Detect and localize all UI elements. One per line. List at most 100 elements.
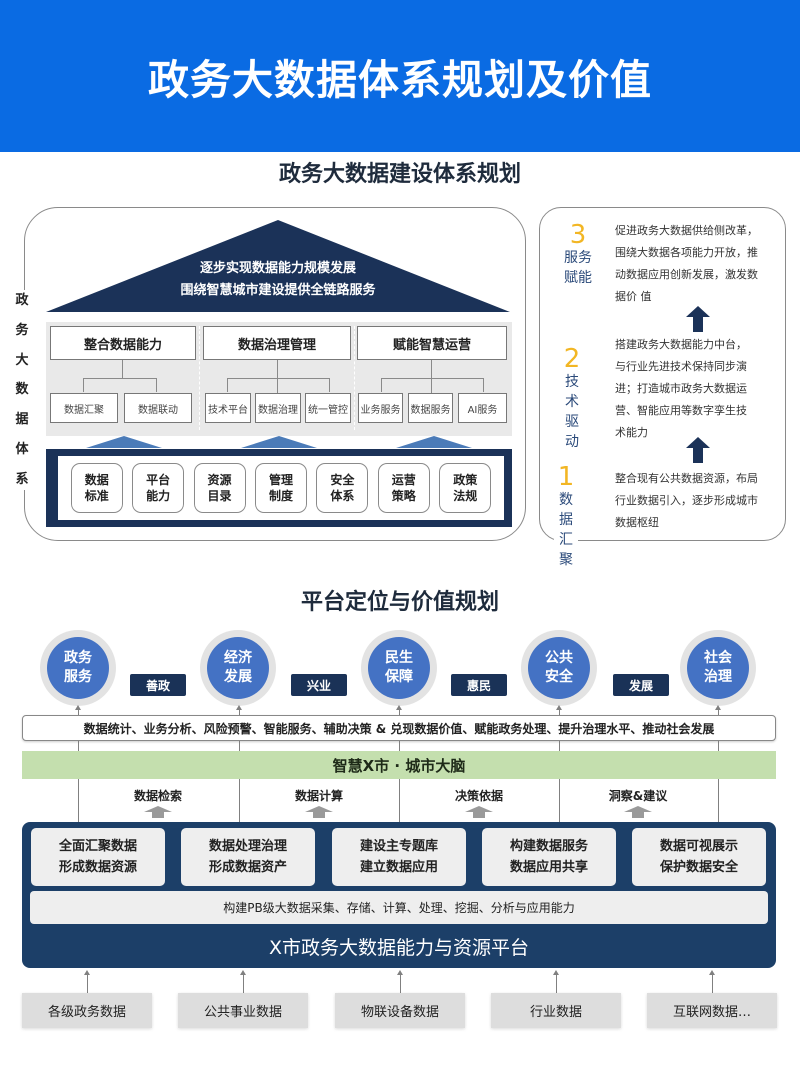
pillar-item: 业务服务 [358,393,403,423]
stages-frame [539,207,786,541]
section1-title: 政务大数据建设体系规划 [278,162,521,187]
value-tag: 兴业 [291,674,347,696]
page-title: 政务大数据体系规划及价值 [148,56,652,104]
stage-2-desc: 搭建政务大数据能力中台， 与行业先进技术保持同步演 进；打造城市政务大数据运 营… [615,338,747,439]
flow-label: 洞察&建议 [608,789,668,803]
pillar-item: 数据联动 [124,393,192,423]
flow-line [399,741,400,822]
arrow-icon [715,705,721,710]
roof-line1: 逐步实现数据能力规模发展 [199,261,356,276]
arrow-icon [397,970,403,975]
stem [712,974,713,993]
side-char: 大 [15,352,29,368]
stage-number: 3 [569,220,587,250]
arrow-icon [709,970,715,975]
foundation-items: 数据标准 平台能力 资源目录 管理制度 安全体系 运营策略 政策法规 [58,456,504,520]
side-char: 政 [15,293,29,308]
flow-label: 数据检索 [133,789,182,803]
data-source: 行业数据 [491,993,621,1028]
value-circle: 政务服务 [40,630,116,706]
side-char: 体 [15,442,29,458]
platform-box: 建设主专题库建立数据应用 [332,828,466,886]
stage-label: 服务 [564,250,592,266]
pillar-item: 数据汇聚 [50,393,118,423]
divider [354,326,355,430]
flow-line [559,741,560,822]
stage-3: 3 服务 赋能 [556,222,600,288]
stage-2: 2 技 术 驱 动 [556,346,588,452]
stage-number: 2 [563,344,581,374]
arrow-icon [236,705,242,710]
value-circle: 社会治理 [680,630,756,706]
stem [87,974,88,993]
connector [122,360,123,378]
side-char: 务 [15,322,29,338]
connector [83,378,157,392]
platform-box: 数据处理治理形成数据资产 [181,828,315,886]
platform-title: X市政务大数据能力与资源平台 [268,936,530,959]
flow-line [78,741,79,822]
side-char: 系 [15,471,29,487]
flow-line [239,741,240,822]
stage-3-desc: 促进政务大数据供给侧改革， 围绕大数据各项能力开放，推 动数据应用创新发展，激发… [615,224,758,303]
pillar-operations: 赋能智慧运营 [357,326,507,360]
platform-box: 构建数据服务数据应用共享 [482,828,616,886]
pillar-item: 技术平台 [205,393,251,423]
stem [239,709,240,715]
foundation-item: 安全体系 [316,463,369,513]
value-tag: 发展 [613,674,669,696]
arrow-icon [240,970,246,975]
support-arrow-icon [396,436,472,448]
platform-box: 全面汇聚数据形成数据资源 [31,828,165,886]
arrow-icon [84,970,90,975]
pillar-integrate: 整合数据能力 [50,326,196,360]
stem [556,974,557,993]
pillar-item: 数据治理 [255,393,301,423]
side-char: 数 [15,382,29,398]
stage-label: 赋能 [564,270,592,286]
arrow-icon [553,970,559,975]
platform-capability: 构建PB级大数据采集、存储、计算、处理、挖掘、分析与应用能力 [30,891,768,924]
foundation-item: 资源目录 [193,463,246,513]
stage-1: 1 数 据 汇 聚 [554,464,578,570]
data-source: 物联设备数据 [335,993,465,1028]
arrow-up-icon [686,306,710,332]
stem [400,974,401,993]
value-summary-bar: 数据统计、业务分析、风险预警、智能服务、辅助决策 & 兑现数据价值、赋能政务处理… [22,715,776,741]
side-label: 政 务 大 数 据 体 系 [6,290,38,490]
foundation-item: 政策法规 [439,463,492,513]
arrow-icon [75,705,81,710]
foundation-item: 运营策略 [377,463,430,513]
flow-label: 数据计算 [294,789,343,803]
stage-number: 1 [557,462,575,492]
support-arrow-icon [86,436,162,448]
connector [381,378,484,392]
data-source: 各级政务数据 [22,993,152,1028]
value-circle: 民生保障 [361,630,437,706]
roof-triangle [46,220,510,312]
roof-line2: 围绕智慧城市建设提供全链路服务 [180,283,376,298]
pillar-item: 统一管控 [305,393,351,423]
value-circle: 公共安全 [521,630,597,706]
stage-1-desc: 整合现有公共数据资源，布局 行业数据引入，逐步形成城市 数据枢纽 [615,472,758,529]
data-source: 互联网数据… [647,993,777,1028]
city-brain-bar: 智慧X市 · 城市大脑 [22,751,776,779]
support-arrow-icon [241,436,317,448]
flow-arrow-icon [305,806,333,818]
arrow-icon [556,705,562,710]
flow-arrow-icon [144,806,172,818]
foundation-item: 管理制度 [254,463,307,513]
flow-arrow-icon [465,806,493,818]
value-tag: 善政 [130,674,186,696]
foundation-item: 平台能力 [132,463,185,513]
connector [277,360,278,394]
flow-arrow-icon [624,806,652,818]
stem [559,709,560,715]
value-circle: 经济发展 [200,630,276,706]
pillar-governance: 数据治理管理 [203,326,351,360]
data-source: 公共事业数据 [178,993,308,1028]
connector [227,378,330,392]
platform-box: 数据可视展示保护数据安全 [632,828,766,886]
flow-label: 决策依据 [454,789,503,803]
side-char: 据 [15,412,29,428]
